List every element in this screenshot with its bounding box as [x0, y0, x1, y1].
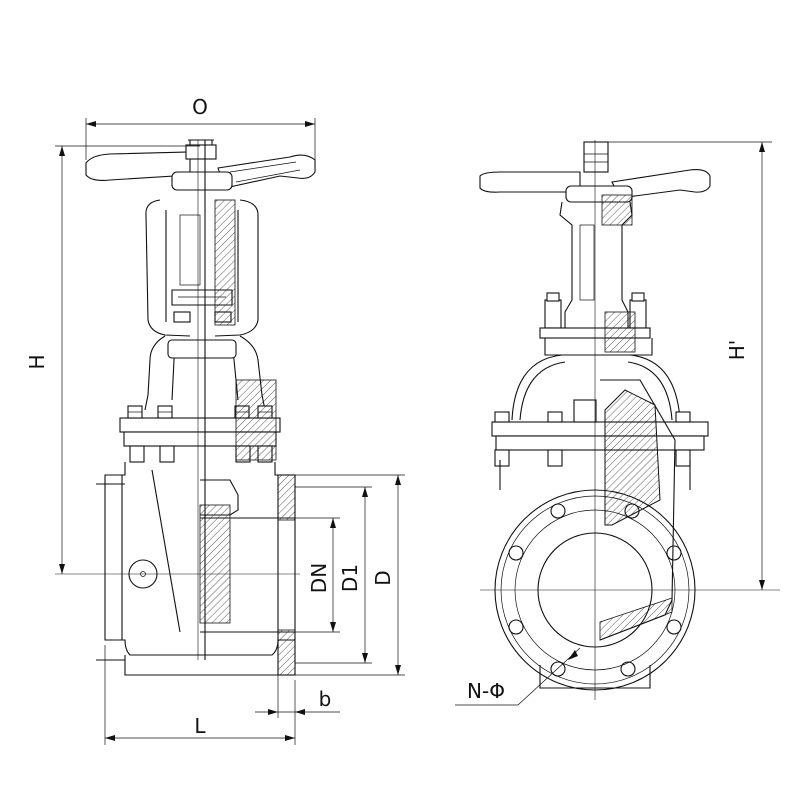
dim-b: b — [255, 675, 340, 718]
side-gate — [599, 379, 676, 641]
dim-n-phi-label: N-Φ — [467, 679, 505, 703]
dim-b-label: b — [319, 687, 332, 711]
bolt-hole — [624, 503, 640, 519]
bolt-hole — [550, 503, 566, 519]
dim-o-label: O — [192, 95, 208, 119]
dim-l: L — [104, 645, 296, 745]
bolt-hole — [508, 619, 524, 635]
dim-dn-label: DN — [307, 563, 331, 593]
bolt-hole — [666, 545, 682, 561]
side-view: H' N-Φ — [455, 140, 780, 706]
dim-h-label: H — [25, 354, 49, 369]
dim-dn: DN — [295, 517, 340, 633]
dim-l-label: L — [194, 714, 206, 738]
dim-d1-label: D1 — [338, 564, 362, 592]
front-handwheel — [85, 139, 316, 191]
front-valve-body — [96, 379, 296, 676]
bolt-hole — [508, 545, 524, 561]
bolt-hole — [620, 661, 636, 677]
dim-d: D — [295, 474, 405, 676]
dim-o: O — [85, 95, 316, 160]
side-bonnet — [491, 354, 709, 467]
side-yoke — [539, 194, 653, 356]
dim-h-prime-label: H' — [725, 340, 749, 361]
dim-h-prime: H' — [600, 141, 772, 590]
dim-d1: D1 — [295, 486, 372, 664]
dim-h: H — [25, 145, 200, 574]
bolt-hole — [550, 661, 566, 677]
dim-d-label: D — [371, 570, 395, 585]
side-handwheel — [479, 141, 711, 203]
bolt-hole — [666, 619, 682, 635]
front-view: O H DN D1 — [25, 95, 405, 745]
dim-n-phi: N-Φ — [455, 647, 581, 706]
